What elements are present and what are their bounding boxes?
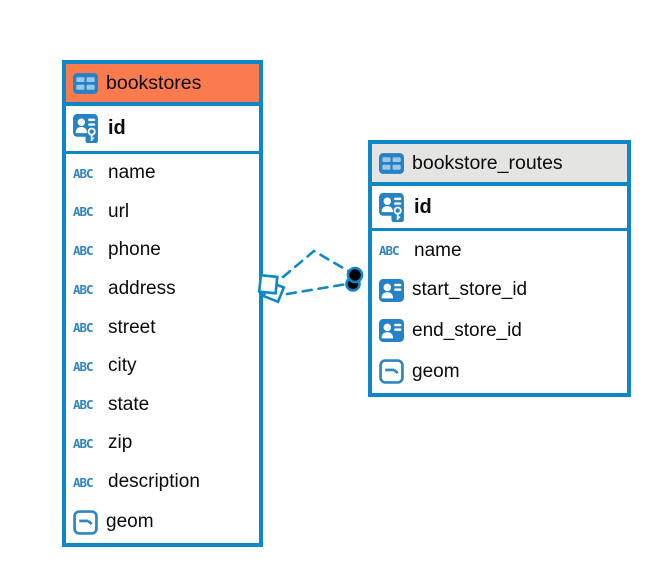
column-row-geom[interactable]: geom [66,501,259,543]
column-name: address [108,278,176,300]
column-name: geom [106,511,154,533]
column-row-id[interactable]: id [372,186,627,231]
column-name: geom [412,360,460,382]
column-row-url[interactable]: ABC url [66,193,259,232]
table-title: bookstores [106,71,202,94]
column-row-start-store-id[interactable]: start_store_id [372,270,627,310]
column-row-address[interactable]: ABC address [66,270,259,309]
text-type-icon: ABC [379,243,400,259]
column-row-state[interactable]: ABC state [66,386,259,425]
text-type-icon: ABC [73,281,94,297]
geometry-box-icon [73,510,98,535]
text-type-icon: ABC [73,320,94,336]
table-bookstore-routes[interactable]: bookstore_routes id ABC name start_store… [368,140,631,397]
table-bookstores-header[interactable]: bookstores [66,64,259,106]
text-type-icon: ABC [73,358,94,374]
text-type-icon: ABC [73,474,94,490]
text-type-icon: ABC [73,204,94,220]
table-grid-icon [73,73,98,94]
relationship-dot-markers[interactable] [345,266,364,292]
column-name: zip [108,432,133,454]
person-key-icon [73,114,100,143]
column-name: url [108,200,130,222]
relationship-line-start-store[interactable] [281,249,352,279]
person-badge-icon [379,319,404,342]
table-grid-icon [379,153,404,174]
table-bookstore-routes-header[interactable]: bookstore_routes [372,144,627,186]
column-row-zip[interactable]: ABC zip [66,424,259,463]
column-row-name[interactable]: ABC name [66,154,259,193]
relationship-line-end-store[interactable] [285,282,349,296]
table-bookstores[interactable]: bookstores id ABC name ABC url ABC phone… [62,60,263,547]
column-row-city[interactable]: ABC city [66,347,259,386]
column-row-geom[interactable]: geom [372,351,627,393]
column-name: id [414,195,432,218]
column-name: id [108,117,126,139]
text-type-icon: ABC [73,397,94,413]
column-name: start_store_id [412,279,528,301]
table-title: bookstore_routes [412,151,563,174]
column-list: ABC name start_store_id end_store_id geo… [372,231,627,393]
column-row-end-store-id[interactable]: end_store_id [372,311,627,351]
text-type-icon: ABC [73,435,94,451]
column-list: ABC name ABC url ABC phone ABC address A… [66,154,259,543]
column-row-name[interactable]: ABC name [372,231,627,270]
column-name: end_store_id [412,319,522,341]
column-row-street[interactable]: ABC street [66,308,259,347]
column-row-id[interactable]: id [66,106,259,154]
column-name: description [108,471,200,493]
column-name: phone [108,239,161,261]
person-key-icon [379,193,406,222]
text-type-icon: ABC [73,165,94,181]
column-name: name [414,239,462,261]
geometry-box-icon [379,359,404,384]
column-name: street [108,316,156,338]
person-badge-icon [379,279,404,302]
column-row-description[interactable]: ABC description [66,463,259,502]
column-name: name [108,162,156,184]
text-type-icon: ABC [73,242,94,258]
column-row-phone[interactable]: ABC phone [66,231,259,270]
column-name: state [108,393,150,415]
column-name: city [108,355,137,377]
